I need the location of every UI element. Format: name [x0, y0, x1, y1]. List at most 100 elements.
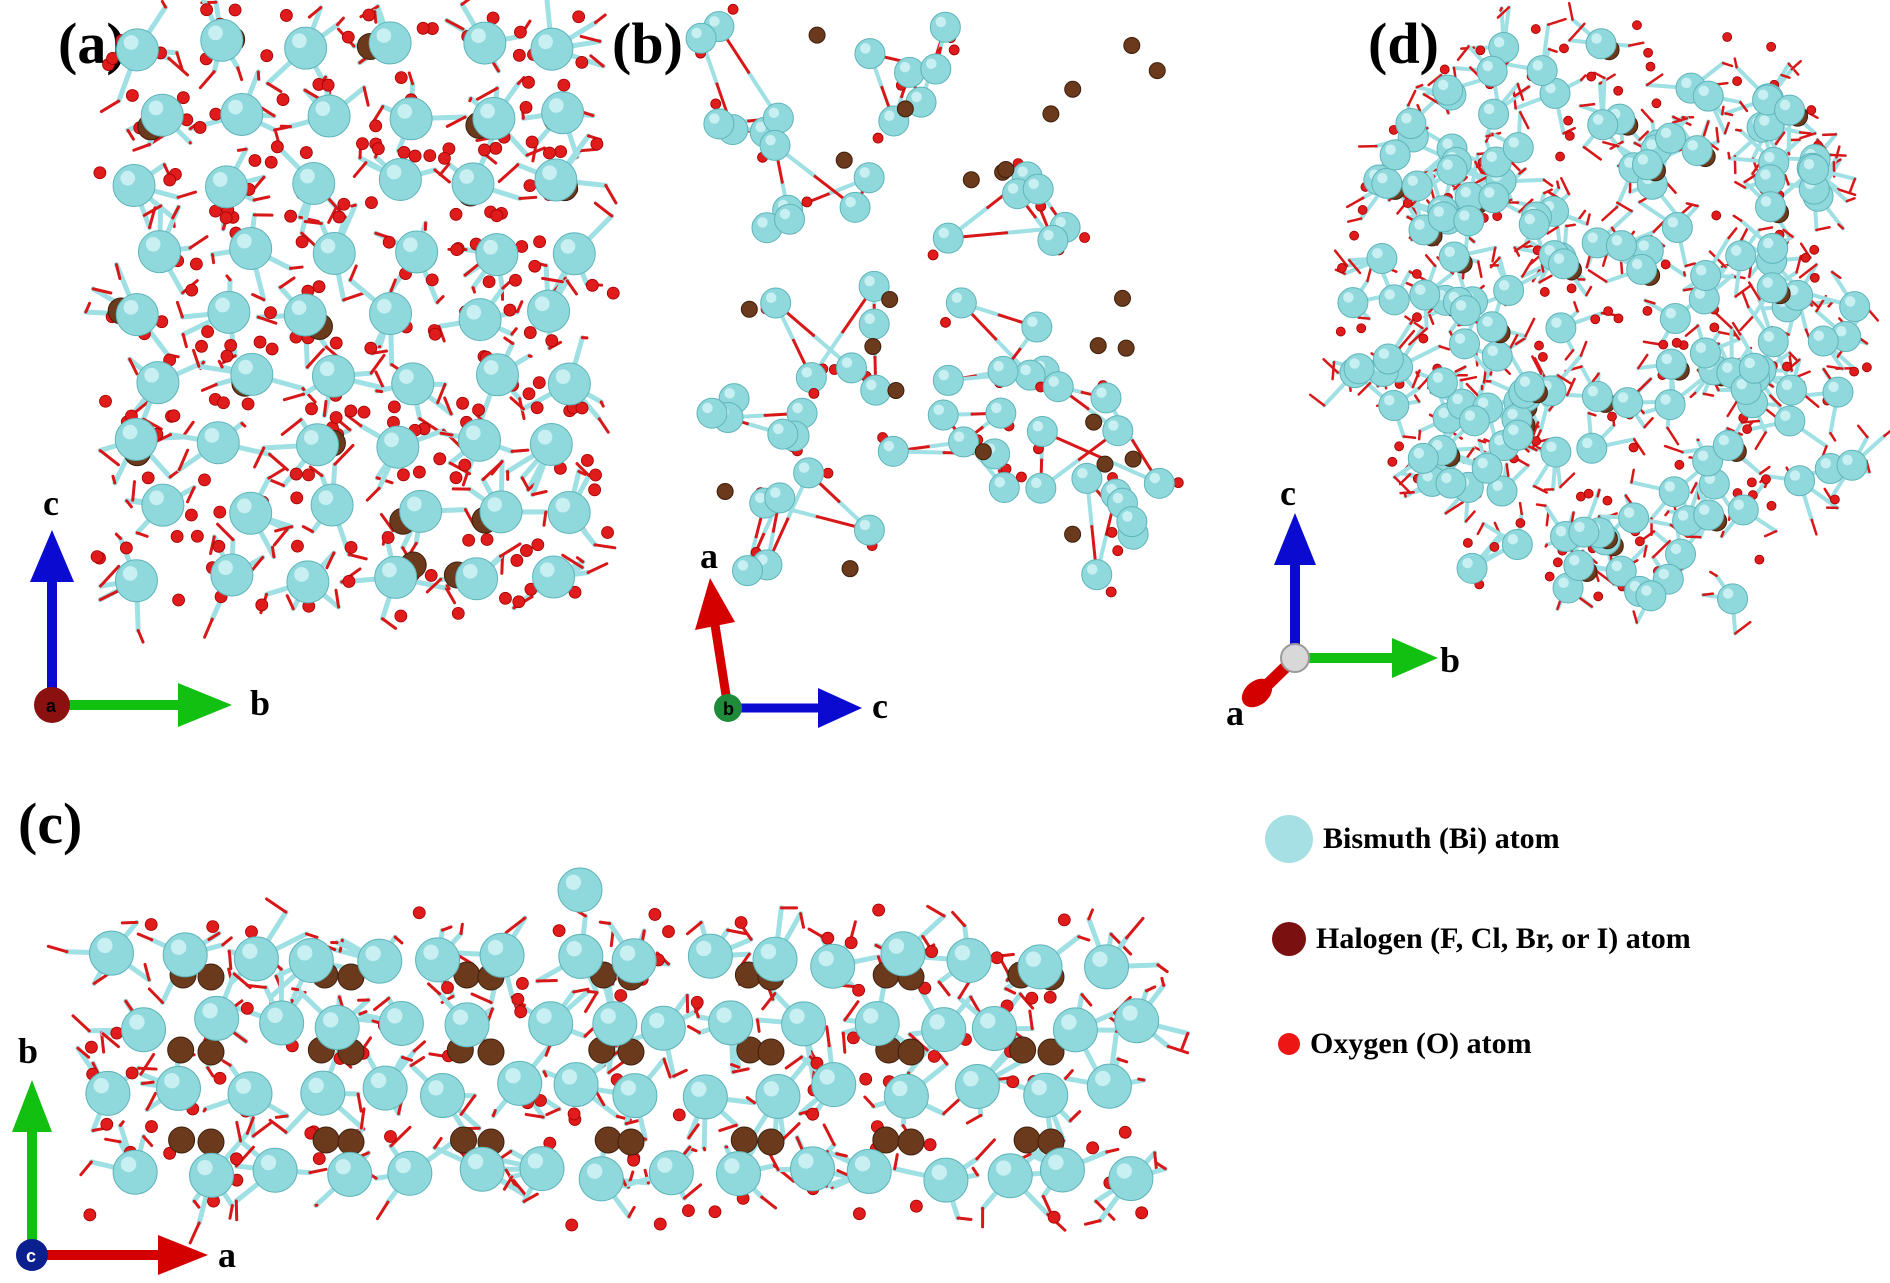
oxygen-atom: [1651, 98, 1662, 109]
bond: [718, 1123, 738, 1133]
oxygen-atom: [872, 132, 884, 144]
bismuth-atom-highlight: [1698, 85, 1710, 97]
halogen-atom: [617, 1128, 645, 1156]
bismuth-atom-highlight: [395, 1157, 411, 1174]
oxygen-atom: [163, 173, 177, 187]
axis-origin-c: [16, 1239, 48, 1271]
bond: [575, 462, 591, 478]
oxygen-atom: [923, 1138, 937, 1152]
oxygen-atom: [213, 1071, 227, 1085]
halogen-atom: [1089, 337, 1107, 355]
bond: [1567, 2, 1574, 21]
bond: [177, 448, 190, 472]
axis-a-arrow: [710, 624, 733, 709]
oxygen-atom: [342, 575, 356, 588]
oxygen-atom: [482, 275, 496, 289]
oxygen-atom: [1537, 351, 1548, 362]
bond: [1467, 236, 1476, 243]
oxygen-atom: [93, 166, 107, 180]
bond: [497, 163, 520, 184]
halogen-atom: [167, 1036, 195, 1064]
bond: [327, 205, 338, 224]
bismuth-atom-highlight: [819, 1069, 835, 1085]
bond: [1573, 301, 1579, 313]
bond: [760, 1195, 778, 1210]
bismuth-atom-highlight: [1444, 246, 1455, 257]
bismuth-atom-highlight: [657, 1157, 673, 1173]
bond: [1560, 176, 1571, 196]
bond: [542, 510, 548, 527]
oxygen-atom: [302, 468, 315, 482]
oxygen-atom: [512, 48, 526, 62]
halogen-atom: [897, 1038, 925, 1066]
bond: [245, 983, 268, 989]
bismuth-atom-highlight: [1349, 358, 1360, 369]
bond: [544, 1043, 552, 1057]
oxygen-atom: [585, 278, 599, 292]
bond: [1585, 285, 1593, 297]
oxygen-atom: [195, 339, 208, 353]
bond: [510, 448, 530, 453]
atom-legend: Bismuth (Bi) atom Halogen (F, Cl, Br, or…: [1265, 795, 1865, 1095]
bismuth-atom-highlight: [1730, 245, 1742, 256]
oxygen-atom: [528, 259, 542, 273]
bismuth-atom-highlight: [300, 168, 315, 184]
panel-a-axes: a c b: [0, 0, 300, 740]
bond: [1538, 274, 1553, 284]
bond: [348, 264, 358, 282]
panel-b-label: (b): [612, 11, 683, 76]
bond: [1345, 196, 1365, 209]
bismuth-atom-highlight: [555, 497, 571, 513]
bond: [475, 86, 499, 101]
bond: [203, 617, 214, 639]
halogen-atom: [1037, 1038, 1065, 1066]
bond: [1726, 400, 1739, 418]
bismuth-atom-highlight: [600, 1008, 616, 1024]
oxygen-atom: [1829, 494, 1840, 505]
bond: [1180, 1031, 1190, 1052]
bond: [1137, 1077, 1146, 1082]
halogen-atom: [757, 1128, 785, 1156]
bismuth-atom-highlight: [208, 25, 223, 41]
bond: [1398, 329, 1416, 350]
bismuth-atom-highlight: [963, 1071, 979, 1087]
bond: [745, 1096, 756, 1105]
oxygen-atom: [1106, 526, 1118, 538]
bond: [126, 128, 135, 141]
legend-label-oxygen: Oxygen (O) atom: [1310, 1027, 1532, 1060]
bond: [1636, 377, 1652, 393]
bismuth-atom-highlight: [1637, 154, 1649, 165]
oxygen-atom: [1674, 459, 1685, 470]
bond: [1783, 173, 1790, 186]
bismuth-atom-highlight: [859, 519, 871, 531]
bismuth-atom-highlight: [1591, 33, 1602, 44]
oxygen-atom: [533, 235, 547, 249]
axis-c-arrowhead: [818, 688, 862, 728]
oxygen-atom: [801, 196, 813, 208]
oxygen-atom: [212, 539, 226, 553]
oxygen-atom: [572, 10, 586, 24]
bond: [84, 301, 92, 314]
bismuth-atom-highlight: [267, 1007, 283, 1023]
bismuth-atom-highlight: [542, 165, 557, 181]
bond: [1559, 472, 1576, 489]
bond: [1518, 167, 1527, 175]
panel-d-crystal-view: [1308, 2, 1890, 636]
oxygen-atom: [141, 471, 155, 485]
bond: [843, 1000, 860, 1022]
oxygen-atom: [193, 121, 207, 134]
oxygen-atom: [648, 908, 662, 921]
bismuth-atom-highlight: [471, 28, 486, 44]
oxygen-atom: [416, 21, 430, 35]
bismuth-atom-highlight: [1007, 183, 1019, 194]
bismuth-atom: [1039, 1147, 1085, 1193]
halogen-atom: [594, 1126, 622, 1154]
bismuth-atom-highlight: [716, 1007, 732, 1023]
oxygen-atom: [428, 327, 442, 341]
bond: [1734, 283, 1753, 298]
bismuth-atom-highlight: [1660, 394, 1671, 405]
oxygen-atom: [1849, 366, 1860, 377]
bismuth-atom-highlight: [1667, 217, 1679, 228]
oxygen-atom: [542, 146, 556, 160]
bond: [375, 1200, 390, 1221]
